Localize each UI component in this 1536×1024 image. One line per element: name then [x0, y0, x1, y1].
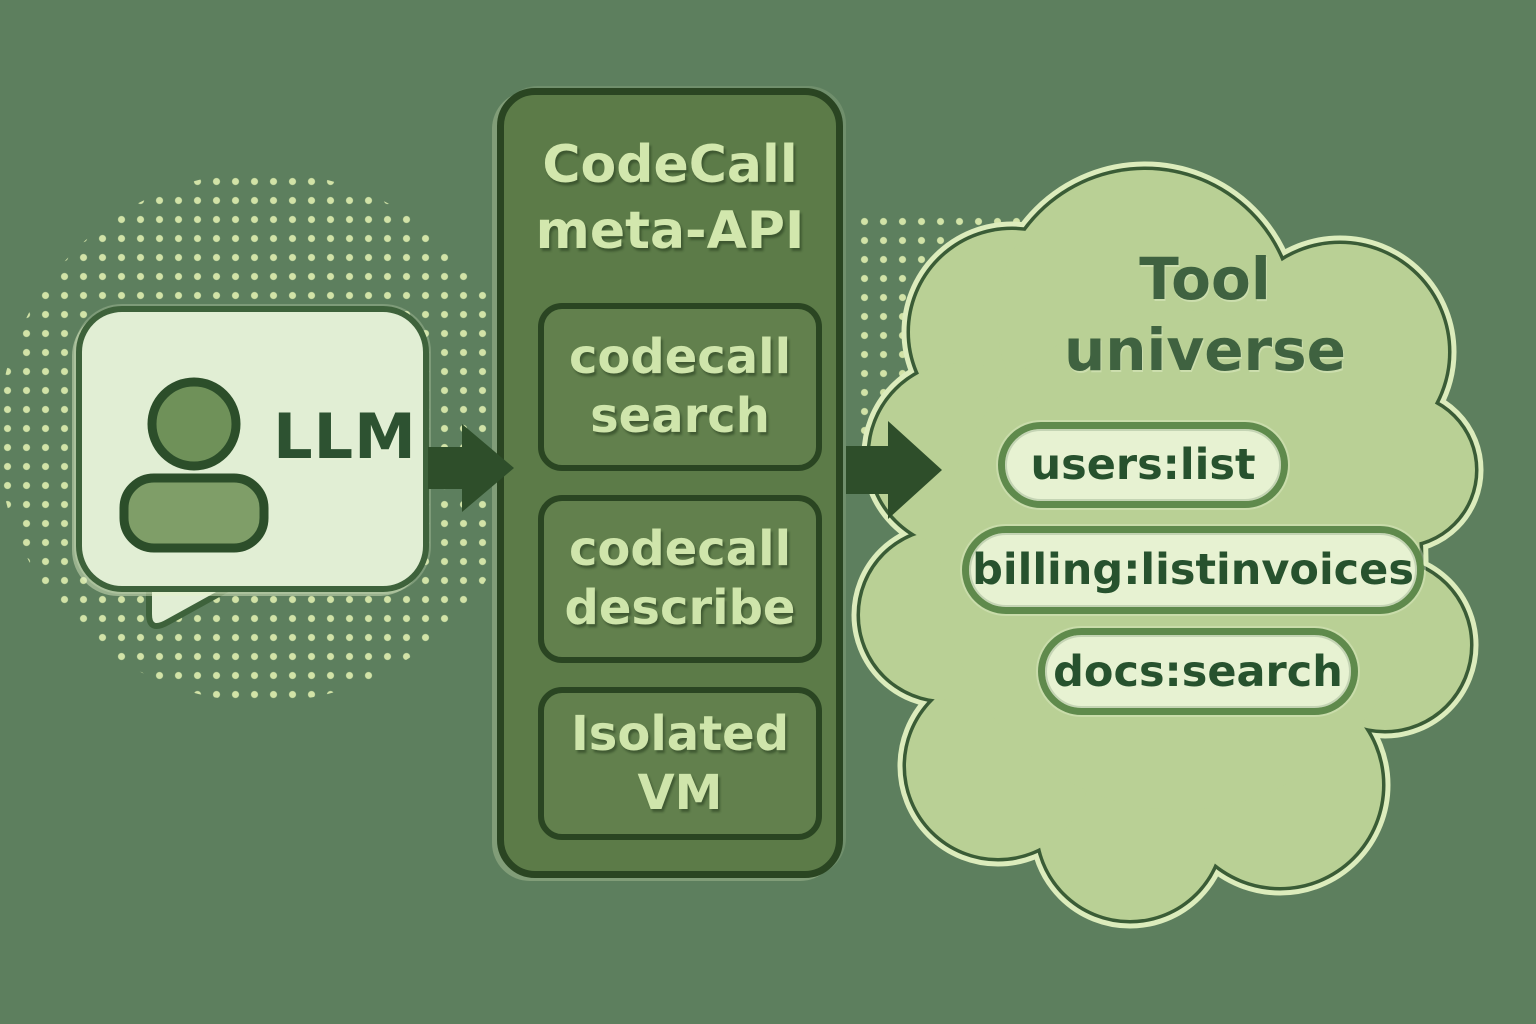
box-label-line2: VM — [637, 764, 723, 821]
arrow-llm-to-metaapi — [428, 424, 514, 512]
panel-title-line2: meta-API — [535, 200, 805, 261]
arrow-metaapi-to-tools — [846, 421, 942, 519]
api-box-codecall-describe: codecall describe — [538, 495, 822, 663]
codecall-meta-api-panel: CodeCall meta-API codecall search codeca… — [497, 88, 843, 878]
box-label-line2: search — [590, 388, 770, 444]
box-label-line1: Isolated — [570, 705, 790, 762]
panel-title: CodeCall meta-API — [504, 133, 836, 264]
person-head — [147, 377, 241, 471]
person-icon — [119, 377, 269, 553]
llm-label: LLM — [273, 400, 417, 473]
box-label-line1: codecall — [568, 329, 792, 386]
api-box-isolated-vm: Isolated VM — [538, 687, 822, 840]
box-label-line1: codecall — [568, 521, 792, 578]
person-body — [119, 473, 269, 553]
panel-title-line1: CodeCall — [542, 135, 798, 195]
llm-speech-bubble: LLM — [76, 306, 429, 592]
box-label-line2: describe — [564, 580, 796, 636]
api-box-codecall-search: codecall search — [538, 303, 822, 471]
